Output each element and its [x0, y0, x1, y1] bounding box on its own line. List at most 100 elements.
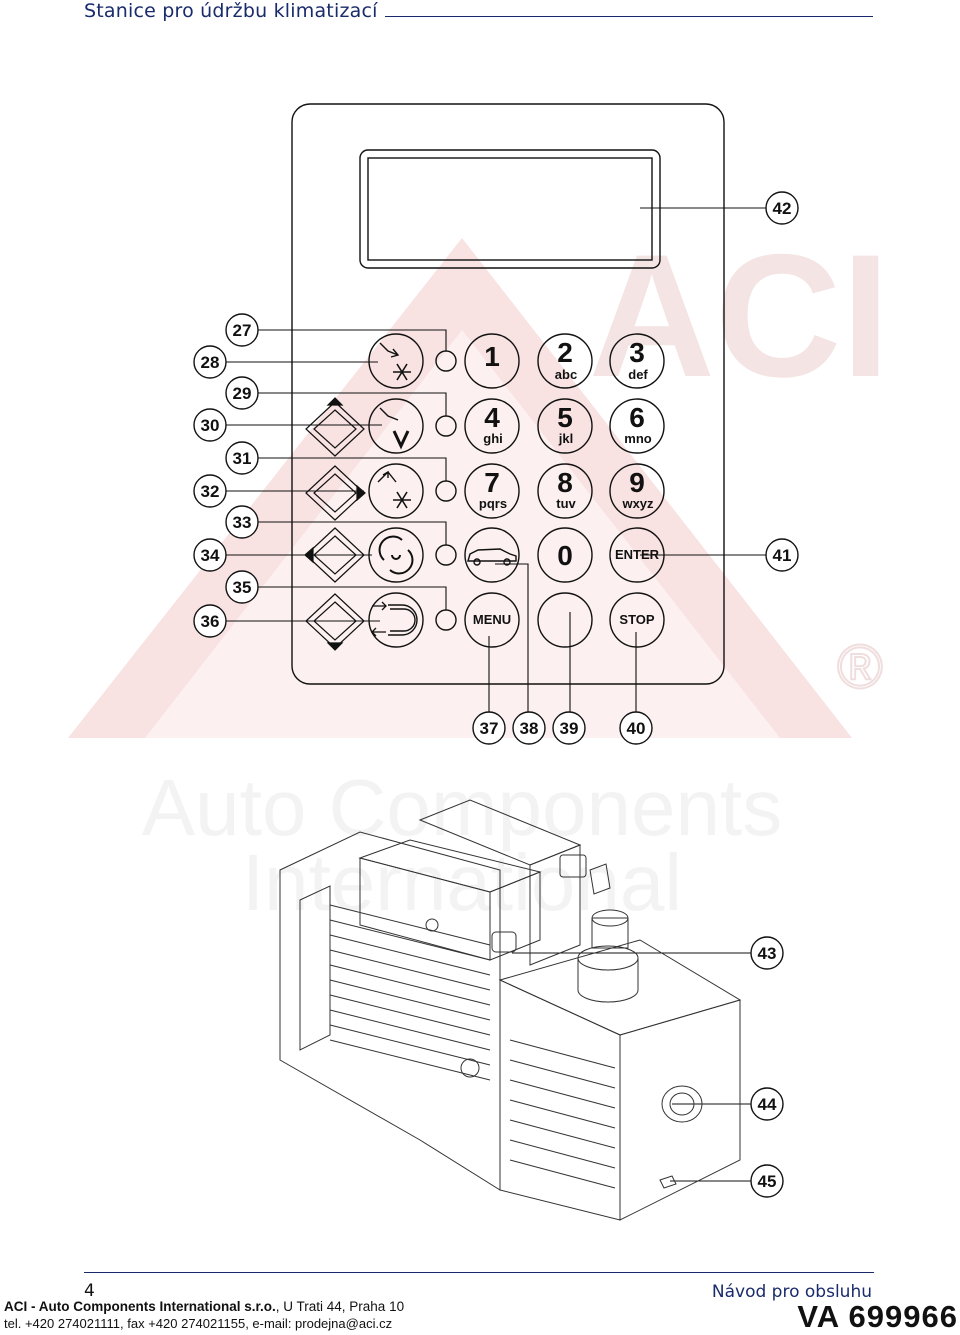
callout-40: 40	[627, 719, 646, 738]
key-5-letters: jkl	[558, 431, 573, 446]
callout-39-circle	[552, 711, 586, 745]
key-2-letters: abc	[555, 367, 577, 382]
company-address: , U Trati 44, Praha 10	[275, 1299, 405, 1314]
drain-plug	[659, 1175, 677, 1189]
arrow-pad-2[interactable]	[305, 465, 366, 521]
key-4[interactable]	[464, 398, 520, 454]
callout-29: 29	[233, 384, 252, 403]
company-line: ACI - Auto Components International s.r.…	[4, 1299, 404, 1314]
stop-button[interactable]	[609, 592, 665, 648]
callout-27: 27	[233, 321, 252, 340]
car-button[interactable]	[464, 527, 520, 583]
callout-labels: 27 28 29 30 31 32 33 34 35 36 37 38 39 4…	[201, 199, 792, 1191]
key-3[interactable]	[609, 333, 665, 389]
callout-40-circle	[619, 711, 653, 745]
key-1[interactable]	[464, 333, 520, 389]
vacuum-pump-drawing	[279, 799, 742, 1221]
callout-41-circle	[765, 538, 799, 572]
key-0-number: 0	[557, 540, 573, 571]
vacuum-icon	[379, 407, 399, 421]
side-knob	[460, 1058, 480, 1078]
key-6[interactable]	[609, 398, 665, 454]
callout-34: 34	[201, 546, 220, 565]
watermark-line2: International	[242, 838, 682, 927]
key-6-letters: mno	[624, 431, 652, 446]
callout-43: 43	[758, 944, 777, 963]
key-6-number: 6	[629, 402, 645, 433]
charge-button[interactable]	[368, 463, 424, 519]
callout-28-circle	[193, 345, 227, 379]
car-icon	[467, 548, 517, 562]
callout-33-circle	[225, 505, 259, 539]
company-name: ACI - Auto Components International s.r.…	[4, 1299, 276, 1314]
key-7[interactable]	[464, 463, 520, 519]
key-8-letters: tuv	[556, 496, 576, 511]
manual-label: Návod pro obsluhu	[711, 1282, 872, 1302]
callout-34-circle	[193, 538, 227, 572]
menu-label: MENU	[473, 612, 511, 627]
function-buttons	[368, 333, 424, 648]
menu-button[interactable]	[464, 592, 520, 648]
callout-35: 35	[233, 578, 252, 597]
callout-45-circle	[750, 1164, 784, 1198]
page-title: Stanice pro údržbu klimatizací	[84, 0, 378, 22]
vacuum-button[interactable]	[368, 398, 424, 454]
key-0[interactable]	[537, 527, 593, 583]
key-4-letters: ghi	[483, 431, 503, 446]
key-9[interactable]	[609, 463, 665, 519]
header-rule	[385, 16, 873, 17]
recovery-button[interactable]	[368, 333, 424, 389]
callout-45: 45	[758, 1172, 777, 1191]
pump-fins	[509, 1039, 616, 1189]
callout-32: 32	[201, 482, 220, 501]
arrow-pad-4[interactable]	[305, 593, 365, 651]
key-4-number: 4	[484, 402, 500, 433]
blank-button[interactable]	[537, 592, 593, 648]
key-9-letters: wxyz	[621, 496, 654, 511]
callout-32-circle	[193, 474, 227, 508]
diagram: ACI ® Auto Components International	[68, 103, 890, 1221]
snowflake-glyph	[393, 363, 411, 381]
key-2[interactable]	[537, 333, 593, 389]
callout-39: 39	[560, 719, 579, 738]
callout-38: 38	[520, 719, 539, 738]
recovery-snowflake-icon	[379, 342, 400, 358]
watermark: ACI ® Auto Components International	[68, 219, 890, 927]
display-screen	[367, 157, 653, 261]
leader-lines	[225, 207, 766, 1182]
callout-31: 31	[233, 449, 252, 468]
panel-body	[291, 103, 725, 685]
callout-30: 30	[201, 416, 220, 435]
gas-ballast-knob	[491, 931, 517, 953]
callout-42: 42	[773, 199, 792, 218]
callout-31-circle	[225, 441, 259, 475]
charge-snowflake-icon	[377, 470, 397, 483]
sight-glass	[661, 1085, 703, 1123]
product-code: VA 699966	[797, 1299, 958, 1334]
cooling-fins	[329, 904, 491, 1081]
key-1-number: 1	[484, 341, 500, 372]
callout-37: 37	[480, 719, 499, 738]
control-panel	[291, 103, 725, 685]
key-5-number: 5	[557, 402, 573, 433]
key-3-number: 3	[629, 337, 645, 368]
key-7-letters: pqrs	[479, 496, 507, 511]
key-8[interactable]	[537, 463, 593, 519]
arrow-pads	[304, 397, 366, 651]
callout-30-circle	[193, 408, 227, 442]
key-labels: 1 2 abc 3 def 4 ghi 5 jkl 6 mno 7 pqrs 8…	[473, 337, 660, 627]
flush-button[interactable]	[368, 592, 424, 648]
arrow-pad-1[interactable]	[305, 397, 365, 457]
callout-44-circle	[750, 1087, 784, 1121]
footer-rule	[84, 1272, 874, 1273]
key-8-number: 8	[557, 467, 573, 498]
display-bezel	[359, 149, 661, 269]
callout-37-circle	[472, 711, 506, 745]
enter-label: ENTER	[615, 547, 660, 562]
keypad	[464, 333, 665, 648]
callout-44: 44	[758, 1095, 777, 1114]
stop-label: STOP	[619, 612, 654, 627]
key-5[interactable]	[537, 398, 593, 454]
contact-line: tel. +420 274021111, fax +420 274021155,…	[4, 1316, 393, 1331]
callout-35-circle	[225, 570, 259, 604]
